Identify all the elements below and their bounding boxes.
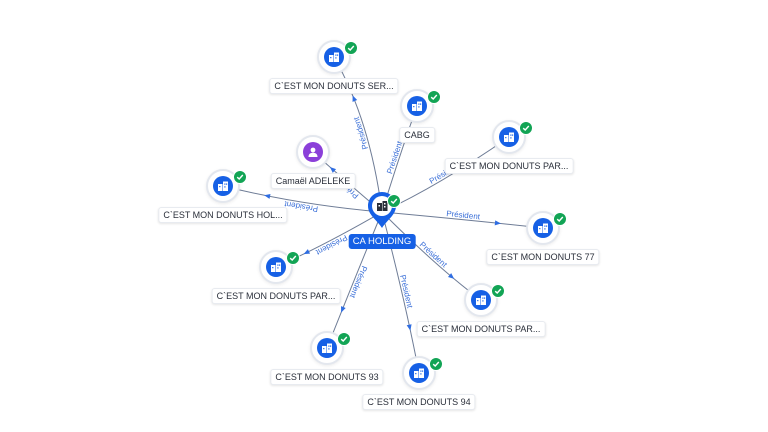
edge-arrow (352, 95, 358, 102)
building-icon (377, 201, 388, 211)
edge-arrow (494, 220, 501, 226)
edge-label: Président (283, 199, 319, 213)
verified-check-icon (344, 41, 358, 55)
verified-check-icon (553, 212, 567, 226)
building-icon (407, 96, 427, 116)
node-icon-ring (492, 120, 526, 154)
verified-check-icon (427, 90, 441, 104)
node-label: C`EST MON DONUTS PAR... (416, 321, 546, 337)
edge-line (222, 185, 383, 213)
edge-label: Président (351, 115, 369, 150)
building-icon (324, 47, 344, 67)
edge-93: Président (326, 211, 383, 349)
center-node-label: CA HOLDING (348, 234, 416, 249)
node-label: Camaël ADELEKE (270, 173, 356, 189)
edge-77: Président (381, 209, 544, 229)
edge-label: Président (385, 139, 404, 175)
edge-arrow (329, 167, 337, 173)
edge-label: Président (398, 274, 415, 310)
building-icon (409, 363, 429, 383)
edge-line (381, 211, 544, 229)
node-label: C`EST MON DONUTS SER... (269, 78, 399, 94)
person-icon (303, 142, 323, 162)
node-icon-ring (464, 283, 498, 317)
edge-arrow (264, 193, 271, 199)
verified-check-icon (233, 170, 247, 184)
node-label: CABG (399, 127, 435, 143)
building-icon (266, 257, 286, 277)
node-label: C`EST MON DONUTS PAR... (444, 158, 574, 174)
node-label: C`EST MON DONUTS 93 (270, 369, 384, 385)
building-icon (471, 290, 491, 310)
node-icon-ring (402, 356, 436, 390)
node-label: C`EST MON DONUTS PAR... (211, 288, 341, 304)
node-label: C`EST MON DONUTS HOL... (158, 207, 288, 223)
building-icon (499, 127, 519, 147)
verified-check-icon (429, 357, 443, 371)
building-icon (533, 218, 553, 238)
edge-arrow (341, 306, 346, 313)
verified-check-icon (519, 121, 533, 135)
building-icon (317, 338, 337, 358)
node-label: C`EST MON DONUTS 94 (362, 394, 476, 410)
edge-line (381, 211, 420, 374)
building-icon (213, 176, 233, 196)
edge-label: Président (314, 233, 349, 257)
verified-check-icon (286, 251, 300, 265)
verified-check-icon (387, 194, 401, 208)
node-icon-ring (296, 135, 330, 169)
edge-label: Président (446, 209, 481, 221)
edge-arrow (447, 273, 455, 279)
verified-check-icon (337, 332, 351, 346)
edge-arrow (303, 249, 311, 255)
node-icon-ring (400, 89, 434, 123)
verified-check-icon (491, 284, 505, 298)
edge-label: Président (418, 240, 450, 270)
node-label: C`EST MON DONUTS 77 (486, 249, 600, 265)
edge-arrow (406, 324, 412, 331)
